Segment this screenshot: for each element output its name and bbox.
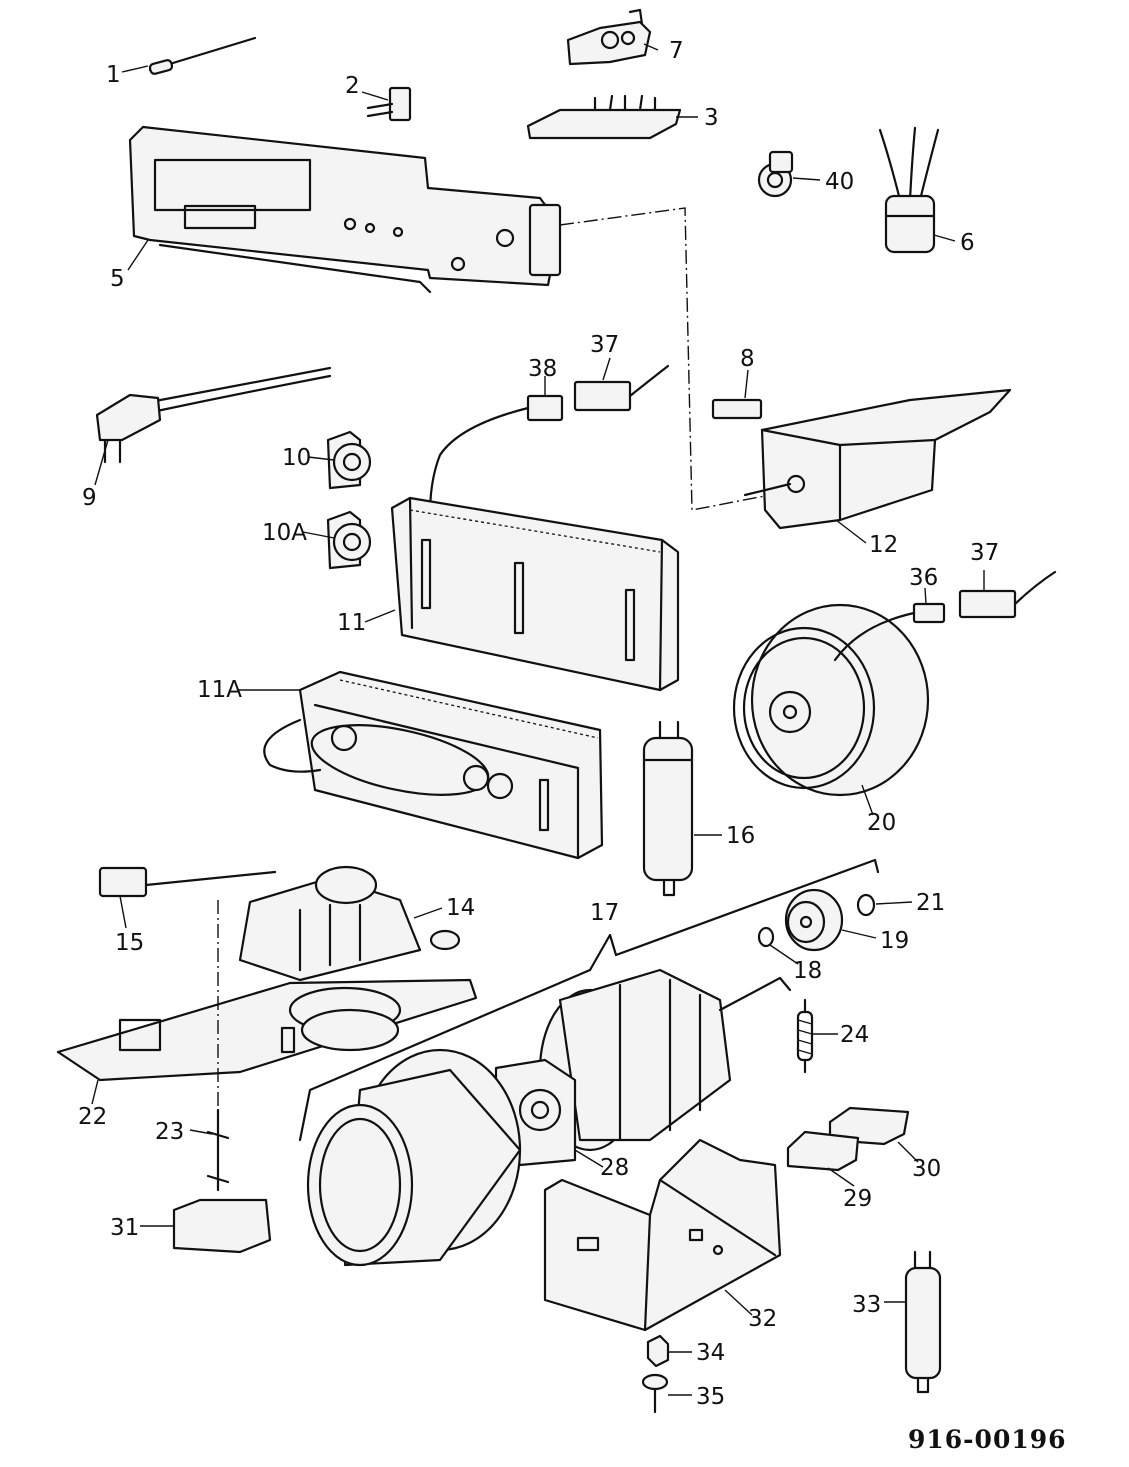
part-22-base-plate xyxy=(56,978,478,1082)
part-1-sensor-wire xyxy=(148,36,257,75)
part-19-pulley xyxy=(784,888,844,952)
part-37-connector-top xyxy=(573,364,670,412)
callout-23: 23 xyxy=(155,1119,184,1145)
part-33-capacitor xyxy=(904,1250,942,1394)
callout-14: 14 xyxy=(446,895,475,921)
callout-19: 19 xyxy=(880,928,909,954)
part-2-terminal xyxy=(366,86,412,122)
callout-5: 5 xyxy=(110,266,125,292)
part-32-mount-bracket xyxy=(543,1138,782,1332)
part-18-washer xyxy=(757,926,775,948)
callout-16: 16 xyxy=(726,823,755,849)
part-40-lamp-socket xyxy=(757,150,794,198)
callout-33: 33 xyxy=(852,1292,881,1318)
callout-10: 10 xyxy=(282,445,311,471)
callout-3: 3 xyxy=(704,105,719,131)
part-20-blower-wheel xyxy=(732,603,930,797)
part-31-foam-pad xyxy=(172,1198,272,1254)
part-3-terminal-block xyxy=(526,94,682,140)
callout-11: 11 xyxy=(337,610,366,636)
callout-37-top: 37 xyxy=(590,332,619,358)
part-16-capacitor xyxy=(642,720,694,897)
part-9-power-cord xyxy=(95,366,332,464)
callout-32: 32 xyxy=(748,1306,777,1332)
part-8-connector-strip xyxy=(711,398,763,420)
callout-28: 28 xyxy=(600,1155,629,1181)
callout-30: 30 xyxy=(912,1156,941,1182)
leader-lines xyxy=(91,43,985,1396)
callout-6: 6 xyxy=(960,230,975,256)
part-6-capacitor xyxy=(878,126,940,254)
callout-29: 29 xyxy=(843,1186,872,1212)
callout-34: 34 xyxy=(696,1340,725,1366)
part-24-spring xyxy=(796,998,814,1074)
callout-12: 12 xyxy=(869,532,898,558)
part-5-chassis-panel xyxy=(128,125,562,294)
blower-drum xyxy=(306,1048,522,1267)
callout-22: 22 xyxy=(78,1104,107,1130)
part-36-connector xyxy=(833,602,946,662)
part-37-connector-right xyxy=(958,570,1057,619)
callout-21: 21 xyxy=(916,890,945,916)
part-15-microswitch xyxy=(98,866,277,898)
callout-7: 7 xyxy=(669,38,684,64)
part-7-connector-assembly xyxy=(566,8,652,66)
callout-15: 15 xyxy=(115,930,144,956)
callout-9: 9 xyxy=(82,485,97,511)
part-38-connector xyxy=(428,394,564,517)
callout-37-right: 37 xyxy=(970,540,999,566)
callout-8: 8 xyxy=(740,346,755,372)
callout-20: 20 xyxy=(867,810,896,836)
part-10a-rotary-switch xyxy=(326,510,372,570)
callout-31: 31 xyxy=(110,1215,139,1241)
callout-38: 38 xyxy=(528,356,557,382)
callout-36: 36 xyxy=(909,565,938,591)
callout-40: 40 xyxy=(825,169,854,195)
part-23-screw xyxy=(206,900,230,1192)
callout-2: 2 xyxy=(345,73,360,99)
part-34-nut xyxy=(646,1334,670,1368)
callout-1: 1 xyxy=(106,62,121,88)
part-11a-heating-element xyxy=(263,670,604,860)
callout-17: 17 xyxy=(590,900,619,926)
part-14-motor xyxy=(238,865,461,982)
part-17-motor-assembly xyxy=(538,968,792,1152)
callout-17-bracket xyxy=(298,858,880,1142)
callout-11a: 11A xyxy=(197,677,242,703)
callout-labels: 1 2 7 3 40 6 5 8 37 38 9 10 10A 11 11A 1… xyxy=(78,38,999,1410)
part-35-screw xyxy=(641,1373,669,1414)
part-21-clip xyxy=(856,893,876,917)
callout-35: 35 xyxy=(696,1384,725,1410)
callout-18: 18 xyxy=(793,958,822,984)
part-29-terminal-strip xyxy=(786,1130,860,1172)
document-number: 916-00196 xyxy=(908,1425,1067,1454)
part-12-control-module xyxy=(743,388,1012,530)
part-11-heating-element xyxy=(390,496,680,692)
part-10-rotary-switch xyxy=(326,430,372,490)
callout-24: 24 xyxy=(840,1022,869,1048)
callout-10a: 10A xyxy=(262,520,307,546)
